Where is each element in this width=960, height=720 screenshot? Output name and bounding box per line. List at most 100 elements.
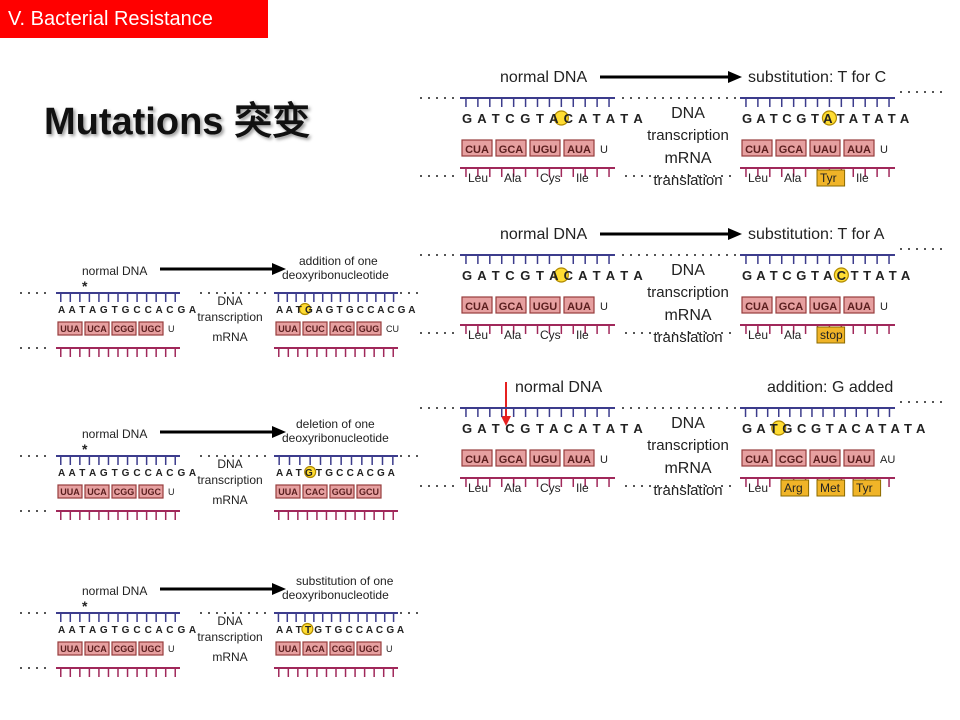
mutation-arrow-head — [272, 583, 286, 595]
codon-box — [495, 449, 527, 467]
codon-text: UUA — [60, 487, 80, 497]
mutation-star: * — [82, 278, 88, 294]
normal-dna-sequence: A A T A G T G C C A C G A — [58, 305, 197, 316]
codon-box — [495, 296, 527, 314]
codon-text: AUA — [567, 144, 591, 156]
transcription-label: transcription — [647, 437, 729, 454]
codon-text: UCA — [87, 644, 107, 654]
codon-box — [775, 449, 807, 467]
codon-box — [302, 641, 328, 656]
amino-acid-text: Leu — [748, 481, 768, 495]
normal-mrna-strand — [460, 167, 615, 177]
codon-text: GUG — [359, 324, 380, 334]
codon-text: UUA — [278, 487, 298, 497]
amino-acid-text: Cys — [540, 481, 561, 495]
mrna-label: mRNA — [212, 650, 247, 664]
codon-tail-text: U — [600, 144, 608, 156]
mutant-mrna-strand — [274, 510, 398, 520]
normal-dna-strand — [56, 612, 180, 622]
codon-text: ACG — [332, 324, 352, 334]
codon-box — [111, 641, 137, 656]
amino-acid-text: Ala — [504, 328, 522, 342]
codon-box — [138, 641, 164, 656]
codon-box — [563, 139, 595, 157]
mutation-type-label-1: deletion of one — [296, 417, 375, 431]
codon-box — [57, 484, 83, 499]
mutant-dna-strand — [740, 407, 895, 417]
codon-text: UGU — [533, 301, 558, 313]
mutation-type-label-2: deoxyribonucleotide — [282, 431, 389, 445]
codon-text: CUA — [745, 144, 769, 156]
mutation-highlight-circle — [304, 465, 317, 479]
amino-highlight — [816, 169, 846, 187]
normal-dna-label: normal DNA — [82, 264, 147, 278]
dna-label: DNA — [671, 262, 705, 279]
codon-text: UGC — [141, 487, 162, 497]
section-tag: V. Bacterial Resistance — [0, 0, 268, 38]
codon-text: UUA — [278, 644, 298, 654]
amino-acid-text: Cys — [540, 328, 561, 342]
mutation-type-label-2: deoxyribonucleotide — [282, 268, 389, 282]
codon-text: AUA — [567, 301, 591, 313]
codon-box — [741, 139, 773, 157]
codon-text: GGU — [332, 487, 353, 497]
codon-text: CAC — [305, 487, 325, 497]
mrna-label: mRNA — [664, 460, 711, 477]
codon-box — [809, 449, 841, 467]
codon-text: GCA — [779, 301, 804, 313]
mutation-arrow-head — [272, 426, 286, 438]
amino-acid-text: Met — [820, 481, 841, 495]
mutant-dna-strand — [274, 455, 398, 465]
mutation-type-label: addition: G added — [767, 379, 893, 396]
mutant-dna-sequence: G A T G C G T A C A T A T A — [742, 421, 926, 436]
codon-box — [843, 139, 875, 157]
transcription-label: transcription — [197, 310, 262, 324]
transcription-label: transcription — [647, 284, 729, 301]
amino-acid-text: Cys — [540, 171, 561, 185]
normal-dna-strand — [460, 97, 615, 107]
codon-box — [275, 321, 301, 336]
codon-text: GCA — [499, 144, 524, 156]
dna-label: DNA — [217, 457, 242, 471]
mutant-dna-sequence: A A T T G T G C C A C G A — [276, 625, 404, 636]
codon-box — [57, 641, 83, 656]
mutation-arrow-head — [728, 228, 742, 240]
codon-tail-text: U — [168, 487, 175, 497]
codon-box — [84, 484, 110, 499]
amino-acid-text: Tyr — [820, 171, 837, 185]
codon-box — [329, 484, 355, 499]
dna-label: DNA — [671, 415, 705, 432]
mutation-highlight-circle — [553, 267, 569, 283]
normal-mrna-strand — [56, 667, 180, 677]
codon-text: UUA — [60, 644, 80, 654]
codon-tail-text: U — [168, 324, 175, 334]
codon-box — [741, 449, 773, 467]
mutant-dna-strand — [740, 97, 895, 107]
codon-text: GCA — [779, 144, 804, 156]
codon-box — [138, 321, 164, 336]
codon-box — [563, 296, 595, 314]
mrna-label: mRNA — [212, 330, 247, 344]
mutation-highlight-circle — [833, 267, 849, 283]
mutation-star: * — [82, 441, 88, 457]
mutant-dna-sequence: G A T C G T A C T T A T A — [742, 268, 911, 283]
normal-dna-sequence: A A T A G T G C C A C G A — [58, 468, 197, 479]
codon-text: UAU — [847, 454, 871, 466]
mutation-highlight-circle — [821, 110, 838, 126]
mutant-mrna-strand — [274, 667, 398, 677]
codon-text: AUA — [847, 144, 871, 156]
mutant-dna-strand — [274, 292, 398, 302]
codon-tail-text: U — [600, 301, 608, 313]
